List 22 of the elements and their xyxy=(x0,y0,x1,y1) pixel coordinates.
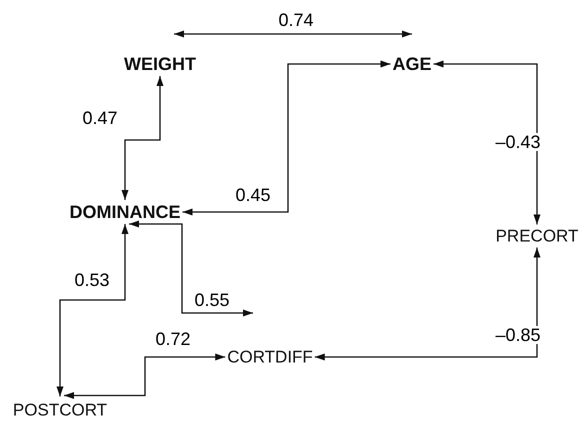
variable-label: PRECORT xyxy=(496,226,578,246)
variable-label: WEIGHT xyxy=(124,54,196,74)
correlation-arrow xyxy=(182,60,390,216)
edge-label: 0.74 xyxy=(278,11,314,29)
edge-label: –0.43 xyxy=(495,133,541,151)
edge-label: 0.47 xyxy=(82,109,118,127)
edge-label: 0.55 xyxy=(194,291,230,309)
edge-label: 0.72 xyxy=(155,330,191,348)
correlation-arrow xyxy=(56,224,128,396)
correlation-arrow xyxy=(64,354,226,399)
variable-label: CORTDIFF xyxy=(227,348,313,366)
correlation-arrow xyxy=(122,76,164,200)
correlation-arrow xyxy=(129,220,253,316)
correlation-arrow xyxy=(434,60,540,224)
variable-label: DOMINANCE xyxy=(70,202,180,222)
correlation-arrow xyxy=(174,30,412,38)
edge-label: 0.45 xyxy=(235,186,271,204)
edge-label: –0.85 xyxy=(495,326,541,344)
variable-label: POSTCORT xyxy=(12,400,108,420)
edge-label: 0.53 xyxy=(74,271,110,289)
variable-label: AGE xyxy=(392,54,432,74)
correlation-arrow xyxy=(314,248,540,360)
